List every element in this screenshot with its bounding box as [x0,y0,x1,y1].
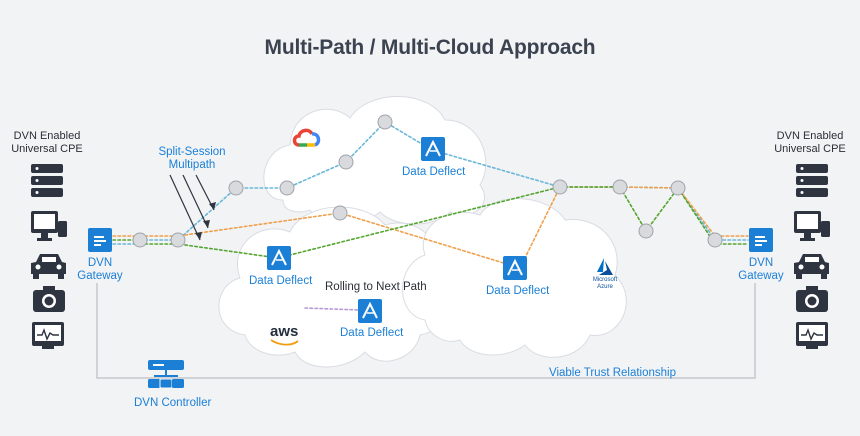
left-gateway-line2: Gateway [77,270,123,282]
monitor-icon [794,211,830,241]
path-node [707,232,723,248]
google-cloud-icon [292,128,321,147]
data-deflect-label: Data Deflect [402,166,466,178]
car-icon [794,254,829,279]
azure-line1: Microsoft [592,277,618,283]
path-node [228,180,244,196]
data-deflect-label: Data Deflect [486,285,550,297]
path-node [552,179,568,195]
path-node [338,154,354,170]
rolling-label: Rolling to Next Path [325,281,427,293]
data-deflect-icon [421,137,445,161]
aws-smile [270,339,299,346]
path-node [377,114,393,130]
azure-line2: Azure [597,284,613,290]
left-cpe-line1: DVN Enabled [13,130,81,142]
right-gateway-label: DVN Gateway [721,257,801,283]
gateway-icon [88,228,112,252]
aws-logo: aws [270,323,299,340]
path-node [332,205,348,221]
left-cpe-label: DVN Enabled Universal CPE [2,130,92,156]
right-gateway-line1: DVN [748,257,774,269]
page-title: Multi-Path / Multi-Cloud Approach [264,36,596,59]
data-deflect-icon [267,246,291,270]
left-cpe-line2: Universal CPE [11,143,83,155]
azure-label: Microsoft Azure [585,277,625,291]
cloud-google [263,96,487,225]
trust-line [96,283,756,379]
server-icon [796,164,828,197]
path-node [670,180,686,196]
split-session-label: Split-Session Multipath [142,146,242,172]
azure-icon [597,258,613,275]
data-deflect-label: Data Deflect [249,275,313,287]
split-session-line1: Split-Session [158,146,226,158]
monitor-icon [31,211,67,241]
controller-icon [148,360,184,389]
data-deflect-icon [503,256,527,280]
left-gateway-label: DVN Gateway [60,257,140,283]
right-cpe-line1: DVN Enabled [776,130,844,142]
data-deflect-icon [358,299,382,323]
gateway-icon [749,228,773,252]
path-node [638,223,654,239]
controller-label: DVN Controller [134,397,212,409]
right-cpe-line2: Universal CPE [774,143,846,155]
path-node [279,180,295,196]
data-deflect-label: Data Deflect [340,327,404,339]
path-teal [139,120,749,241]
split-session-line2: Multipath [168,159,216,171]
trust-label: Viable Trust Relationship [549,367,676,379]
right-cpe-label: DVN Enabled Universal CPE [765,130,855,156]
server-icon [31,164,63,197]
health-monitor-icon [32,322,64,349]
path-node [132,232,148,248]
camera-icon [796,286,828,312]
path-node [170,232,186,248]
split-session-arrows [169,174,215,241]
camera-icon [33,286,65,312]
health-monitor-icon [796,322,828,349]
left-gateway-line1: DVN [87,257,113,269]
right-gateway-line2: Gateway [738,270,784,282]
path-node [612,179,628,195]
car-icon [31,254,66,279]
